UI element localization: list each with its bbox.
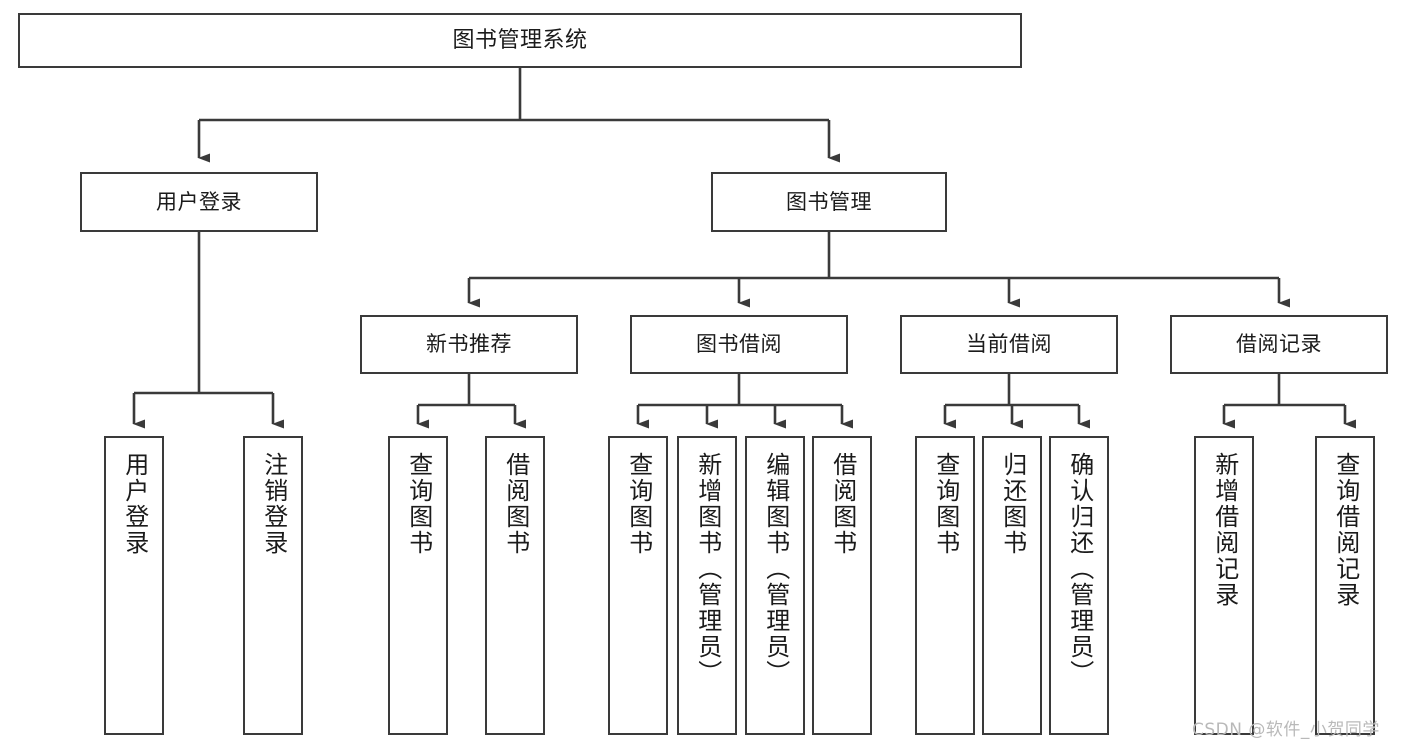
leaf-borrow-add-book-admin[interactable]: 新增图书（管理员） (677, 436, 737, 735)
leaf-user-login[interactable]: 用户登录 (104, 436, 164, 735)
node-label: 图书管理系统 (452, 27, 588, 53)
node-book-management[interactable]: 图书管理 (711, 172, 947, 232)
node-label: 查询借阅记录 (1331, 452, 1360, 608)
leaf-current-query-book[interactable]: 查询图书 (915, 436, 975, 735)
node-label: 当前借阅 (966, 332, 1052, 357)
node-label: 查询图书 (624, 452, 653, 556)
node-label: 注销登录 (259, 452, 288, 556)
leaf-borrow-query-book[interactable]: 查询图书 (608, 436, 668, 735)
node-book-borrow[interactable]: 图书借阅 (630, 315, 848, 374)
node-label: 图书借阅 (696, 332, 782, 357)
node-label: 新书推荐 (426, 332, 512, 357)
node-label: 编辑图书（管理员） (761, 452, 790, 686)
leaf-logout[interactable]: 注销登录 (243, 436, 303, 735)
leaf-recommend-query-book[interactable]: 查询图书 (388, 436, 448, 735)
node-label: 借阅图书 (828, 452, 857, 556)
node-label: 用户登录 (120, 452, 149, 556)
node-label: 新增借阅记录 (1210, 452, 1239, 608)
leaf-current-return-book[interactable]: 归还图书 (982, 436, 1042, 735)
leaf-current-confirm-return-admin[interactable]: 确认归还（管理员） (1049, 436, 1109, 735)
node-label: 借阅记录 (1236, 332, 1322, 357)
node-user-login[interactable]: 用户登录 (80, 172, 318, 232)
csdn-watermark: CSDN @软件_小贺同学 (1192, 720, 1380, 740)
leaf-record-add-record[interactable]: 新增借阅记录 (1194, 436, 1254, 735)
node-borrow-record[interactable]: 借阅记录 (1170, 315, 1388, 374)
node-label: 查询图书 (931, 452, 960, 556)
node-root-system[interactable]: 图书管理系统 (18, 13, 1022, 68)
node-label: 图书管理 (786, 189, 872, 214)
node-label: 归还图书 (998, 452, 1027, 556)
node-label: 确认归还（管理员） (1065, 452, 1094, 686)
leaf-recommend-borrow-book[interactable]: 借阅图书 (485, 436, 545, 735)
leaf-record-query-record[interactable]: 查询借阅记录 (1315, 436, 1375, 735)
node-label: 新增图书（管理员） (693, 452, 722, 686)
node-current-borrow[interactable]: 当前借阅 (900, 315, 1118, 374)
node-new-book-recommend[interactable]: 新书推荐 (360, 315, 578, 374)
leaf-borrow-borrow-book[interactable]: 借阅图书 (812, 436, 872, 735)
node-label: 借阅图书 (501, 452, 530, 556)
node-label: 用户登录 (156, 189, 242, 214)
node-label: 查询图书 (404, 452, 433, 556)
leaf-borrow-edit-book-admin[interactable]: 编辑图书（管理员） (745, 436, 805, 735)
